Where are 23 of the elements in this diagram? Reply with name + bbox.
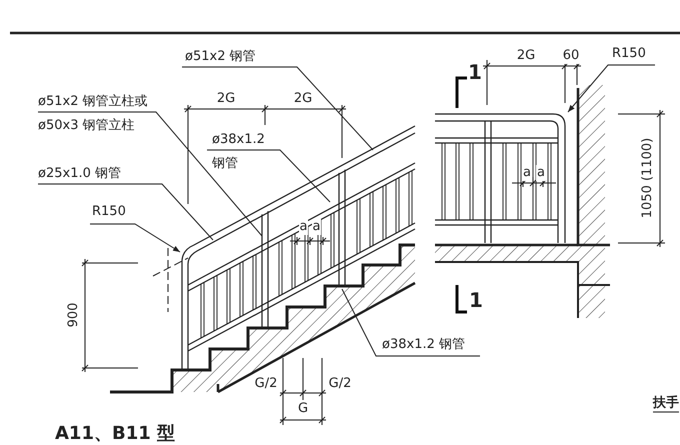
- section-number: 1: [468, 61, 482, 83]
- leader-line: [342, 288, 480, 356]
- handrail-label: 扶手: [653, 396, 679, 412]
- leader-line: [90, 224, 180, 252]
- leader-line: [568, 64, 656, 112]
- pipe-spec-label: ø51x2 钢管立柱或 ø50x3 钢管立柱: [38, 90, 156, 138]
- pipe-spec-label: ø38x1.2 钢管: [382, 333, 482, 357]
- dimension-text: 60: [562, 48, 580, 64]
- dimension-text: a: [298, 219, 308, 235]
- section-number: 1: [469, 289, 483, 311]
- radius-label: R150: [92, 200, 136, 224]
- leader-line: [38, 112, 262, 236]
- dimension-text: a: [536, 165, 546, 181]
- dimension-text: a: [312, 219, 322, 235]
- dimension-text: 1050 (1100): [640, 136, 656, 220]
- leader-line: [206, 150, 330, 202]
- leader-line: [38, 184, 214, 240]
- pipe-spec-label: ø51x2 钢管: [185, 45, 297, 69]
- pipe-spec-label: ø25x1.0 钢管: [38, 162, 162, 186]
- pipe-spec-label: ø38x1.2 钢管: [212, 128, 274, 176]
- drawing-title: A11、B11 型: [55, 424, 176, 444]
- leader-line: [182, 66, 374, 150]
- radius-label: R150: [612, 42, 656, 66]
